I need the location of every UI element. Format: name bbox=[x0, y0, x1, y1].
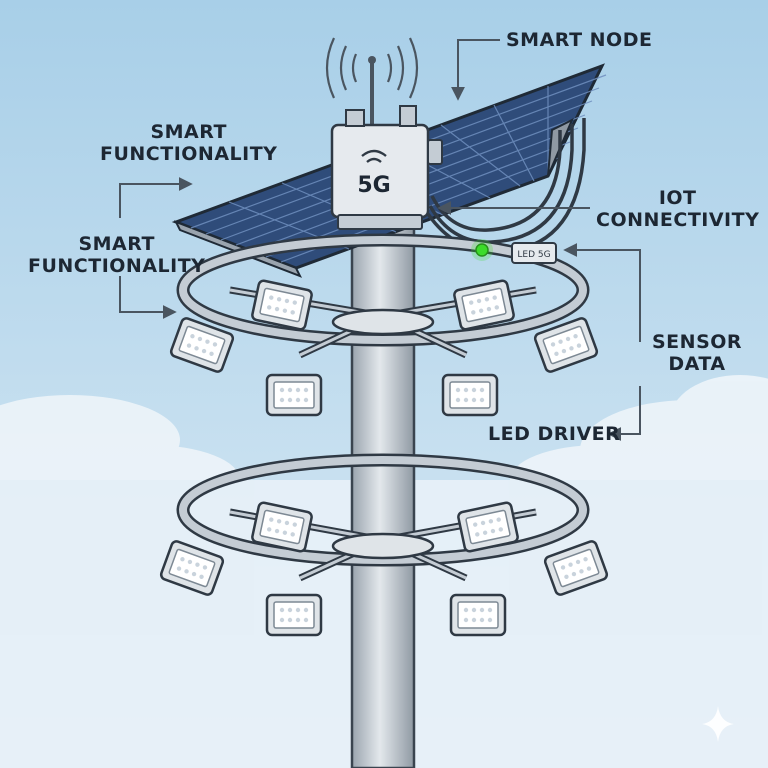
floodlight bbox=[267, 375, 321, 415]
driver-badge-text: LED 5G bbox=[517, 250, 550, 260]
floodlight bbox=[267, 595, 321, 635]
label-sensor-data: SENSOR DATA bbox=[652, 331, 742, 375]
label-smart-functionality-mid: SMART FUNCTIONALITY bbox=[28, 233, 205, 277]
label-led-driver: LED DRIVER bbox=[488, 423, 620, 445]
pole-shaft bbox=[352, 205, 414, 768]
led-driver-module: LED 5G bbox=[512, 243, 556, 263]
floodlight bbox=[451, 595, 505, 635]
label-smart-functionality-top: SMART FUNCTIONALITY bbox=[100, 121, 277, 165]
label-smart-node: SMART NODE bbox=[506, 29, 652, 51]
node-5g-badge: 5G bbox=[357, 173, 390, 198]
label-iot-connectivity: IOT CONNECTIVITY bbox=[596, 187, 759, 231]
floodlight bbox=[443, 375, 497, 415]
